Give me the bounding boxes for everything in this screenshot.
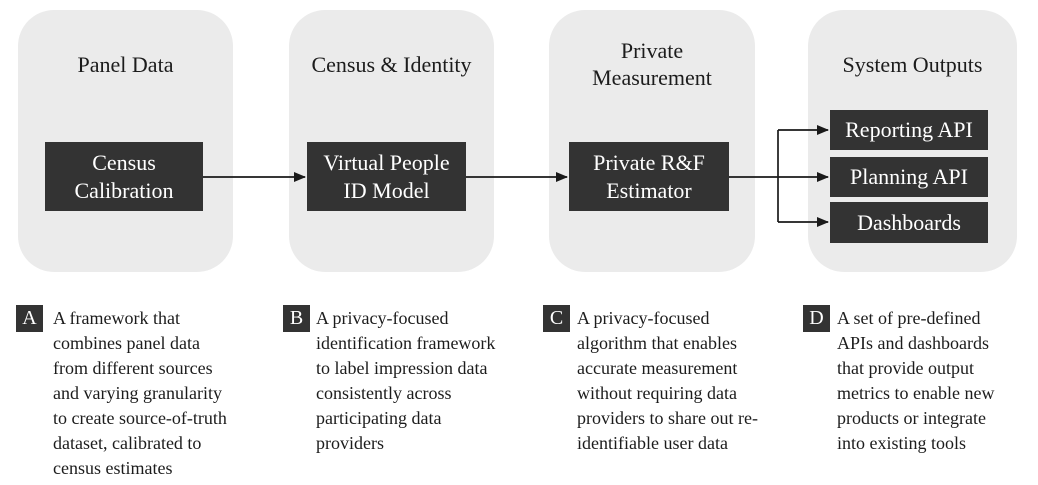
node-census-calibration: Census Calibration [45, 142, 203, 211]
legend-text-c: A privacy-focused algorithm that enables… [577, 308, 758, 453]
node-planning-api: Planning API [830, 157, 988, 197]
legend-badge-letter: A [22, 307, 37, 329]
panel-private-measurement: Private Measurement [549, 10, 755, 272]
node-label: Dashboards [857, 209, 961, 235]
panel-title: Census & Identity [289, 36, 494, 92]
panel-panel-data: Panel Data [18, 10, 233, 272]
legend-text-b: A privacy-focused identification framewo… [316, 308, 496, 453]
node-label: Planning API [850, 164, 968, 189]
legend-badge-b: B [283, 305, 310, 332]
panel-title: System Outputs [808, 36, 1017, 92]
node-dashboards: Dashboards [830, 202, 988, 243]
legend-badge-letter: C [549, 307, 564, 329]
legend-text-d: A set of pre-defined APIs and dashboards… [837, 308, 995, 453]
legend-text-a: A framework that combines panel data fro… [53, 308, 227, 478]
node-label: Virtual People ID Model [323, 149, 450, 203]
legend-badge-letter: D [809, 307, 824, 329]
panel-title: Private Measurement [549, 36, 755, 92]
legend-badge-a: A [16, 305, 43, 332]
panel-title-text: Census & Identity [311, 51, 472, 77]
panel-title: Panel Data [18, 36, 233, 92]
node-label: Reporting API [845, 117, 973, 142]
node-reporting-api: Reporting API [830, 110, 988, 150]
panel-title-text: Panel Data [77, 51, 174, 77]
legend-badge-letter: B [289, 307, 304, 329]
legend-badge-d: D [803, 305, 830, 332]
node-label: Private R&F Estimator [593, 149, 705, 203]
node-virtual-people-id-model: Virtual People ID Model [307, 142, 466, 211]
panel-title-text: System Outputs [842, 51, 983, 77]
panel-title-text: Private Measurement [592, 38, 712, 90]
legend-badge-c: C [543, 305, 570, 332]
node-private-rf-estimator: Private R&F Estimator [569, 142, 729, 211]
panel-census-identity: Census & Identity [289, 10, 494, 272]
node-label: Census Calibration [74, 149, 174, 203]
